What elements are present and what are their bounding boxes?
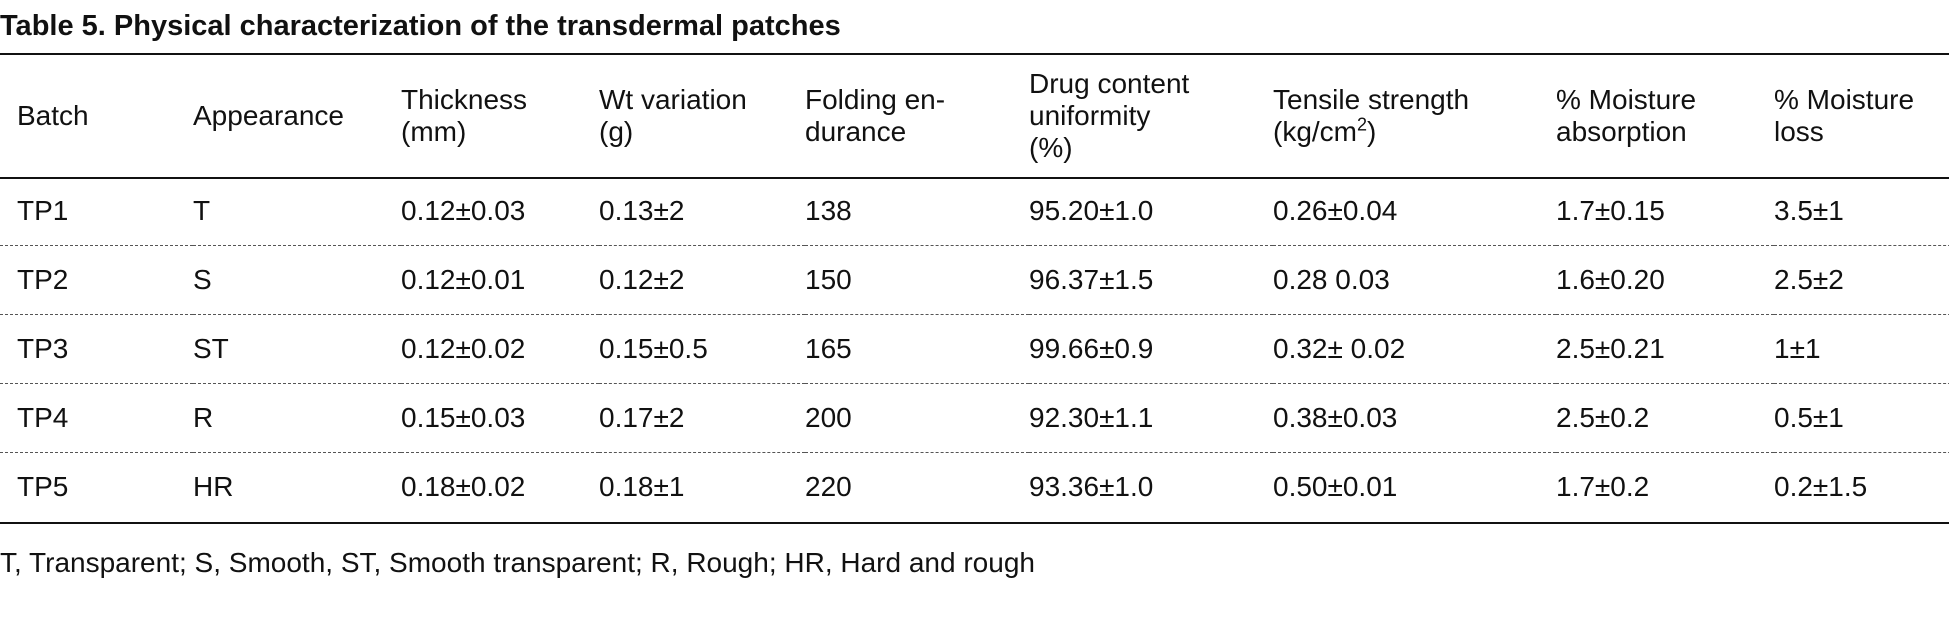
cell-tensile-strength: 0.38±0.03 bbox=[1273, 383, 1556, 453]
cell-tensile-strength: 0.50±0.01 bbox=[1273, 452, 1556, 521]
cell-moisture-absorption: 1.6±0.20 bbox=[1556, 245, 1774, 315]
cell-drug-content: 93.36±1.0 bbox=[1029, 452, 1273, 521]
cell-drug-content: 95.20±1.0 bbox=[1029, 195, 1154, 226]
header-moisture-absorption: % Moisture absorption bbox=[1556, 84, 1697, 147]
header-appearance: Appearance bbox=[193, 100, 345, 131]
cell-thickness: 0.12±0.02 bbox=[401, 314, 599, 384]
table-row: TP4 R 0.15±0.03 0.17±2 200 92.30±1.1 0.3… bbox=[0, 383, 1949, 453]
cell-drug-content: 92.30±1.1 bbox=[1029, 383, 1273, 453]
cell-wt-variation: 0.18±1 bbox=[599, 452, 805, 521]
table-top-rule bbox=[0, 53, 1949, 55]
cell-moisture-loss: 0.2±1.5 bbox=[1774, 452, 1949, 521]
table-row: TP2 S 0.12±0.01 0.12±2 150 96.37±1.5 0.2… bbox=[0, 245, 1949, 315]
cell-folding-endurance: 138 bbox=[805, 195, 852, 226]
header-wt-variation: Wt variation (g) bbox=[599, 84, 747, 147]
cell-tensile-strength: 0.32± 0.02 bbox=[1273, 314, 1556, 384]
cell-thickness: 0.15±0.03 bbox=[401, 383, 599, 453]
table-bottom-rule bbox=[0, 522, 1949, 524]
cell-folding-endurance: 220 bbox=[805, 452, 1029, 521]
cell-appearance: R bbox=[193, 383, 401, 453]
header-drug-content-uniformity: Drug content uniformity (%) bbox=[1029, 68, 1190, 163]
cell-batch: TP5 bbox=[0, 452, 193, 521]
table-caption: Table 5. Physical characterization of th… bbox=[0, 10, 841, 42]
characterization-table: Batch Appearance Thickness (mm) Wt varia… bbox=[0, 55, 1949, 521]
cell-thickness: 0.18±0.02 bbox=[401, 452, 599, 521]
cell-moisture-loss: 1±1 bbox=[1774, 314, 1949, 384]
cell-wt-variation: 0.15±0.5 bbox=[599, 314, 805, 384]
cell-drug-content: 96.37±1.5 bbox=[1029, 245, 1273, 315]
cell-tensile-strength: 0.28 0.03 bbox=[1273, 245, 1556, 315]
cell-appearance: S bbox=[193, 245, 401, 315]
header-thickness: Thickness (mm) bbox=[401, 84, 528, 147]
superscript-2: 2 bbox=[1357, 114, 1368, 135]
cell-thickness: 0.12±0.03 bbox=[401, 195, 526, 226]
header-batch: Batch bbox=[17, 100, 89, 131]
header-tensile-strength: Tensile strength (kg/cm2) bbox=[1273, 84, 1470, 147]
cell-moisture-absorption: 2.5±0.21 bbox=[1556, 314, 1774, 384]
cell-moisture-absorption: 2.5±0.2 bbox=[1556, 383, 1774, 453]
cell-moisture-absorption: 1.7±0.15 bbox=[1556, 195, 1665, 226]
cell-batch: TP2 bbox=[0, 245, 193, 315]
cell-moisture-loss: 3.5±1 bbox=[1774, 195, 1844, 226]
table-row: TP5 HR 0.18±0.02 0.18±1 220 93.36±1.0 0.… bbox=[0, 452, 1949, 521]
cell-appearance: T bbox=[193, 195, 211, 226]
cell-folding-endurance: 165 bbox=[805, 314, 1029, 384]
cell-folding-endurance: 150 bbox=[805, 245, 1029, 315]
cell-wt-variation: 0.13±2 bbox=[599, 195, 685, 226]
table-header-row: Batch Appearance Thickness (mm) Wt varia… bbox=[0, 55, 1949, 177]
cell-batch: TP4 bbox=[0, 383, 193, 453]
table-row: TP1 T 0.12±0.03 0.13±2 138 95.20±1.0 0.2… bbox=[0, 177, 1949, 246]
cell-batch: TP3 bbox=[0, 314, 193, 384]
table-row: TP3 ST 0.12±0.02 0.15±0.5 165 99.66±0.9 … bbox=[0, 314, 1949, 384]
cell-thickness: 0.12±0.01 bbox=[401, 245, 599, 315]
cell-wt-variation: 0.12±2 bbox=[599, 245, 805, 315]
header-folding-endurance: Folding en- durance bbox=[805, 84, 946, 147]
cell-moisture-absorption: 1.7±0.2 bbox=[1556, 452, 1774, 521]
cell-wt-variation: 0.17±2 bbox=[599, 383, 805, 453]
cell-folding-endurance: 200 bbox=[805, 383, 1029, 453]
cell-appearance: ST bbox=[193, 314, 401, 384]
cell-moisture-loss: 2.5±2 bbox=[1774, 245, 1949, 315]
cell-appearance: HR bbox=[193, 452, 401, 521]
cell-batch: TP1 bbox=[17, 195, 69, 226]
header-moisture-loss: % Moisture loss bbox=[1774, 84, 1915, 147]
cell-drug-content: 99.66±0.9 bbox=[1029, 314, 1273, 384]
cell-moisture-loss: 0.5±1 bbox=[1774, 383, 1949, 453]
cell-tensile-strength: 0.26±0.04 bbox=[1273, 195, 1398, 226]
table-footnote: T, Transparent; S, Smooth, ST, Smooth tr… bbox=[0, 547, 1035, 578]
table-header-rule bbox=[0, 177, 1949, 179]
